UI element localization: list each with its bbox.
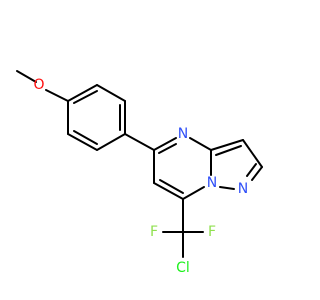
bond-c5-n4 bbox=[153, 137, 177, 151]
bond-o-ring bbox=[45, 89, 69, 102]
bond-n4-c3a bbox=[189, 137, 212, 151]
atom-f-right: F bbox=[208, 224, 216, 240]
bond-c3a-c3 bbox=[210, 139, 244, 151]
bond-n8-c7 bbox=[182, 186, 205, 200]
bond-ph-1-inner bbox=[73, 90, 98, 104]
bond-ph-4 bbox=[96, 133, 126, 151]
bond-ph-1 bbox=[67, 84, 98, 102]
bond-methyl-o bbox=[16, 70, 37, 83]
bond-c3-c2 bbox=[242, 139, 263, 168]
atom-labels: O N N N F F Cl bbox=[33, 77, 248, 276]
bond-c2-n1-inner bbox=[246, 163, 257, 177]
bond-c3a-c3-inner bbox=[215, 145, 242, 156]
atom-f-left: F bbox=[150, 224, 158, 240]
molecule-structure: O N N N F F Cl bbox=[16, 70, 263, 276]
bond-c5-n4-inner bbox=[158, 143, 177, 154]
bonds bbox=[16, 70, 263, 258]
bond-n1-n8 bbox=[219, 186, 235, 190]
bond-c2-n1 bbox=[251, 166, 263, 181]
bond-aryl-c5 bbox=[124, 133, 155, 151]
atom-cl: Cl bbox=[176, 260, 190, 276]
bond-ph-2 bbox=[96, 84, 126, 102]
bond-c7-c6-inner bbox=[159, 179, 184, 194]
atom-n1: N bbox=[238, 181, 248, 197]
bond-c7-c6 bbox=[153, 182, 184, 200]
bond-ph-5-inner bbox=[73, 130, 98, 145]
atom-n8: N bbox=[207, 175, 217, 191]
atom-o-methoxy: O bbox=[33, 77, 44, 93]
bond-ph-5 bbox=[67, 133, 98, 151]
atom-n4: N bbox=[178, 126, 188, 142]
